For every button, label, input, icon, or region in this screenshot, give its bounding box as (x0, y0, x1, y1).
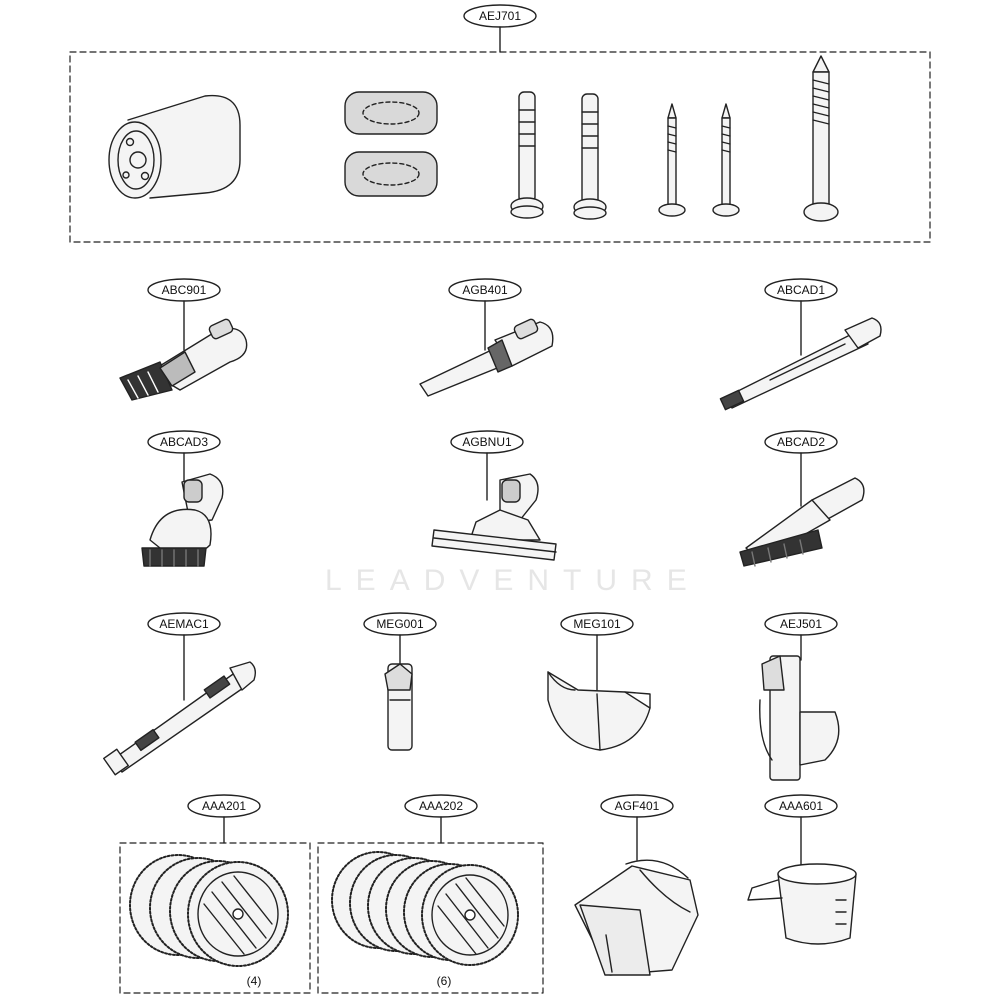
screw-thick-1[interactable] (510, 91, 544, 219)
crevice-tool[interactable] (419, 318, 554, 397)
extension-wand[interactable] (103, 661, 257, 776)
clip-holder[interactable] (384, 663, 413, 751)
callout-abc901[interactable]: ABC901 (147, 278, 221, 351)
quantity-aaa201: (4) (247, 974, 262, 988)
kit-box-aaa201 (119, 842, 311, 994)
screw-long[interactable] (803, 55, 839, 222)
callout-agb401[interactable]: AGB401 (448, 278, 522, 351)
watermark: LEADVENTURE (325, 564, 701, 597)
label-abc901: ABC901 (162, 283, 207, 297)
callout-aaa201[interactable]: AAA201 (187, 794, 261, 844)
callout-agf401[interactable]: AGF401 (600, 794, 674, 861)
callout-aaa202[interactable]: AAA202 (404, 794, 478, 844)
label-aej701: AEJ701 (479, 9, 521, 23)
label-aaa202: AAA202 (419, 799, 463, 813)
callout-abcad1[interactable]: ABCAD1 (764, 278, 838, 356)
upholstery-tool[interactable] (431, 473, 557, 561)
screw-thick-2[interactable] (573, 93, 607, 220)
wall-mount-holder[interactable] (759, 655, 840, 781)
callout-abcad3[interactable]: ABCAD3 (147, 430, 221, 489)
tool-tray[interactable] (547, 671, 651, 751)
label-abcad3: ABCAD3 (160, 435, 208, 449)
label-agb401: AGB401 (462, 283, 508, 297)
mop-pads-6[interactable] (331, 851, 519, 966)
kit-box-aaa202 (317, 842, 544, 994)
pad-part[interactable] (344, 91, 438, 197)
label-abcad2: ABCAD2 (777, 435, 825, 449)
quantity-aaa202: (6) (437, 974, 452, 988)
kit-box-aej701 (69, 51, 931, 243)
storage-bag[interactable] (574, 859, 699, 976)
callout-aaa601[interactable]: AAA601 (764, 794, 838, 869)
label-aemac1: AEMAC1 (159, 617, 209, 631)
callout-agbnu1[interactable]: AGBNU1 (450, 430, 524, 501)
measuring-cup[interactable] (747, 863, 857, 945)
callout-aej501[interactable]: AEJ501 (764, 612, 838, 661)
mini-brush-tool[interactable] (739, 477, 865, 567)
label-agbnu1: AGBNU1 (462, 435, 512, 449)
label-agf401: AGF401 (615, 799, 660, 813)
label-aej501: AEJ501 (780, 617, 822, 631)
screw-thin-2[interactable] (712, 103, 740, 217)
callout-meg001[interactable]: MEG001 (363, 612, 437, 671)
dusting-brush-tool[interactable] (141, 473, 224, 567)
callout-aej701[interactable]: AEJ701 (463, 4, 537, 53)
label-meg001: MEG001 (376, 617, 424, 631)
label-aaa601: AAA601 (779, 799, 823, 813)
long-crevice-tool[interactable] (719, 317, 882, 411)
callout-meg101[interactable]: MEG101 (560, 612, 634, 691)
adapter-part[interactable] (108, 94, 241, 199)
mop-pads-4[interactable] (129, 854, 289, 967)
callout-aemac1[interactable]: AEMAC1 (147, 612, 221, 701)
screw-thin-1[interactable] (658, 103, 686, 217)
label-meg101: MEG101 (573, 617, 621, 631)
label-aaa201: AAA201 (202, 799, 246, 813)
label-abcad1: ABCAD1 (777, 283, 825, 297)
callout-abcad2[interactable]: ABCAD2 (764, 430, 838, 507)
combination-brush-tool[interactable] (119, 318, 248, 401)
